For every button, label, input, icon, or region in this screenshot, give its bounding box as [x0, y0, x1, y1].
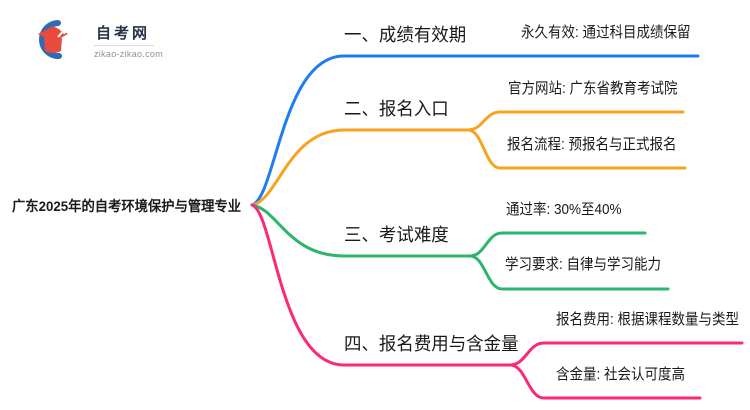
logo-crescent-shape [39, 20, 62, 60]
logo-divider [94, 45, 154, 46]
branch-2-topic[interactable]: 二、报名入口 [344, 99, 449, 119]
branch-3-child-1-line [468, 231, 647, 258]
logo-site-url: zikao-zikao.com [94, 49, 164, 59]
branch-4-line [250, 203, 512, 367]
branch-2-child-1[interactable]: 官方网站: 广东省教育考试院 [508, 80, 678, 97]
branch-3-child-2-line [468, 254, 670, 291]
logo-site-name: 自考网 [96, 25, 151, 42]
branch-2-child-1-line [466, 110, 685, 132]
logo-cap-base [44, 38, 62, 53]
branch-3-topic[interactable]: 三、考试难度 [344, 225, 449, 245]
branch-4-child-1-line [508, 341, 744, 367]
branch-2-child-2[interactable]: 报名流程: 预报名与正式报名 [507, 136, 677, 153]
root-topic[interactable]: 广东2025年的自考环境保护与管理专业 [12, 198, 242, 214]
branch-4-child-2-line [508, 363, 702, 400]
branch-1-topic[interactable]: 一、成绩有效期 [344, 25, 467, 45]
branch-1-child-1[interactable]: 永久有效: 通过科目成绩保留 [521, 24, 691, 41]
branch-4-topic[interactable]: 四、报名费用与含金量 [344, 334, 519, 354]
branch-3-line [250, 203, 472, 258]
branch-3-child-2[interactable]: 学习要求: 自律与学习能力 [505, 256, 662, 273]
branch-3-child-1[interactable]: 通过率: 30%至40% [506, 201, 622, 218]
branch-2-child-2-line [466, 128, 687, 170]
site-logo[interactable]: 自考网 zikao-zikao.com [30, 12, 200, 64]
logo-tassel-arrow [57, 28, 66, 38]
branch-4-child-1[interactable]: 报名费用: 根据课程数量与类型 [556, 311, 740, 328]
branch-4-child-2[interactable]: 含金量: 社会认可度高 [556, 366, 686, 383]
graduation-cap-logo-icon [38, 20, 68, 60]
branch-2-line [250, 128, 470, 207]
branch-1-line [250, 54, 700, 207]
